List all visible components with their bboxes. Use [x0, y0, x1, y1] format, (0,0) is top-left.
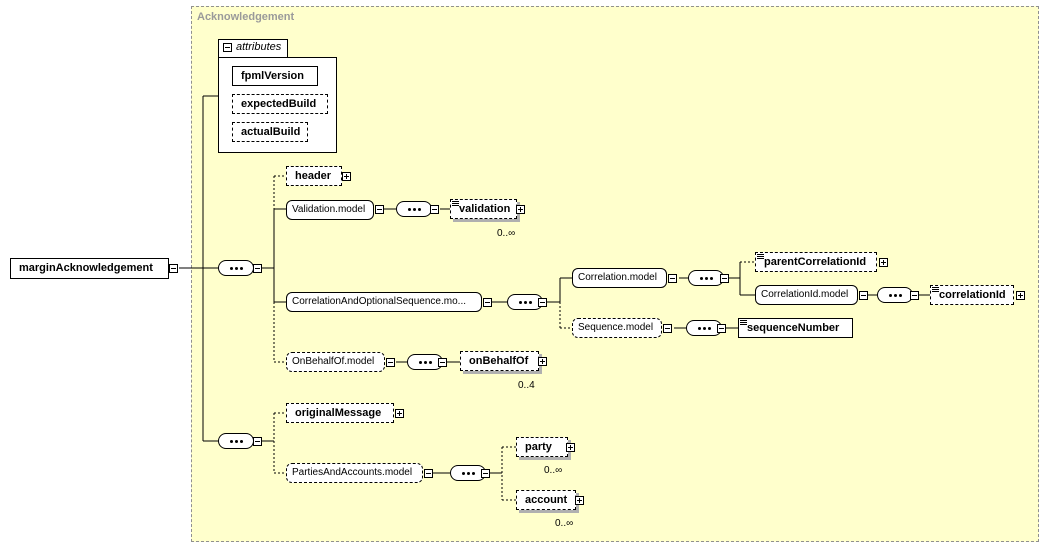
- collapse-icon[interactable]: [253, 437, 262, 446]
- party-element[interactable]: party: [516, 437, 568, 457]
- sequence-compositor[interactable]: [218, 260, 254, 276]
- validation-element[interactable]: validation: [450, 199, 517, 219]
- correlation-sequence-model-group[interactable]: CorrelationAndOptionalSequence.mo...: [286, 292, 482, 312]
- collapse-icon[interactable]: [481, 469, 490, 478]
- original-message-element[interactable]: originalMessage: [286, 403, 394, 423]
- collapse-icon[interactable]: [424, 469, 433, 478]
- sequence-compositor[interactable]: [407, 354, 443, 370]
- root-element[interactable]: marginAcknowledgement: [10, 258, 169, 279]
- validation-cardinality: 0..∞: [497, 228, 516, 239]
- collapse-icon[interactable]: [430, 205, 439, 214]
- complex-type-title: Acknowledgement: [197, 11, 295, 23]
- parent-correlation-id-element[interactable]: parentCorrelationId: [755, 252, 877, 272]
- sequence-number-element[interactable]: sequenceNumber: [738, 318, 853, 338]
- expand-icon[interactable]: [395, 409, 404, 418]
- attribute-actualbuild[interactable]: actualBuild: [232, 122, 308, 142]
- collapse-icon[interactable]: [386, 358, 395, 367]
- expand-icon[interactable]: [1016, 291, 1025, 300]
- on-behalf-of-element[interactable]: onBehalfOf: [460, 351, 539, 371]
- account-element[interactable]: account: [516, 490, 576, 510]
- sequence-compositor[interactable]: [218, 433, 254, 449]
- collapse-icon[interactable]: [717, 324, 726, 333]
- correlation-id-model-group[interactable]: CorrelationId.model: [755, 285, 858, 305]
- party-cardinality: 0..∞: [544, 465, 563, 476]
- attribute-expectedbuild[interactable]: expectedBuild: [232, 94, 328, 114]
- sequence-compositor[interactable]: [396, 201, 432, 217]
- parties-accounts-model-group[interactable]: PartiesAndAccounts.model: [286, 463, 423, 483]
- expand-icon[interactable]: [566, 443, 575, 452]
- attributes-tab[interactable]: [218, 39, 288, 58]
- expand-icon[interactable]: [516, 205, 525, 214]
- sequence-compositor[interactable]: [877, 287, 913, 303]
- collapse-icon[interactable]: [859, 291, 868, 300]
- on-behalf-of-cardinality: 0..4: [518, 380, 535, 391]
- expand-icon[interactable]: [575, 496, 584, 505]
- collapse-icon[interactable]: [438, 358, 447, 367]
- attributes-label: attributes: [236, 41, 282, 53]
- correlation-model-group[interactable]: Correlation.model: [572, 268, 667, 288]
- documentation-icon: [740, 320, 747, 325]
- collapse-icon[interactable]: [253, 264, 262, 273]
- validation-model-group[interactable]: Validation.model: [286, 200, 374, 220]
- account-cardinality: 0..∞: [555, 518, 574, 529]
- collapse-icon[interactable]: [668, 274, 677, 283]
- expand-icon[interactable]: [342, 172, 351, 181]
- sequence-compositor[interactable]: [507, 294, 543, 310]
- collapse-icon[interactable]: [720, 274, 729, 283]
- expand-icon[interactable]: [538, 357, 547, 366]
- collapse-icon[interactable]: [663, 324, 672, 333]
- documentation-icon: [757, 254, 764, 259]
- documentation-icon: [932, 287, 939, 292]
- sequence-compositor[interactable]: [686, 320, 722, 336]
- expand-icon[interactable]: [879, 258, 888, 267]
- sequence-model-group[interactable]: Sequence.model: [572, 318, 662, 338]
- collapse-icon[interactable]: [375, 205, 384, 214]
- sequence-compositor[interactable]: [688, 270, 724, 286]
- collapse-icon[interactable]: [910, 291, 919, 300]
- collapse-icon[interactable]: [483, 298, 492, 307]
- correlation-id-element[interactable]: correlationId: [930, 285, 1014, 305]
- collapse-icon[interactable]: [223, 43, 232, 52]
- attribute-fpmlversion[interactable]: fpmlVersion: [232, 66, 318, 86]
- header-element[interactable]: header: [286, 166, 342, 186]
- collapse-icon[interactable]: [169, 264, 178, 273]
- on-behalf-of-model-group[interactable]: OnBehalfOf.model: [286, 352, 385, 372]
- collapse-icon[interactable]: [538, 298, 547, 307]
- documentation-icon: [452, 201, 459, 206]
